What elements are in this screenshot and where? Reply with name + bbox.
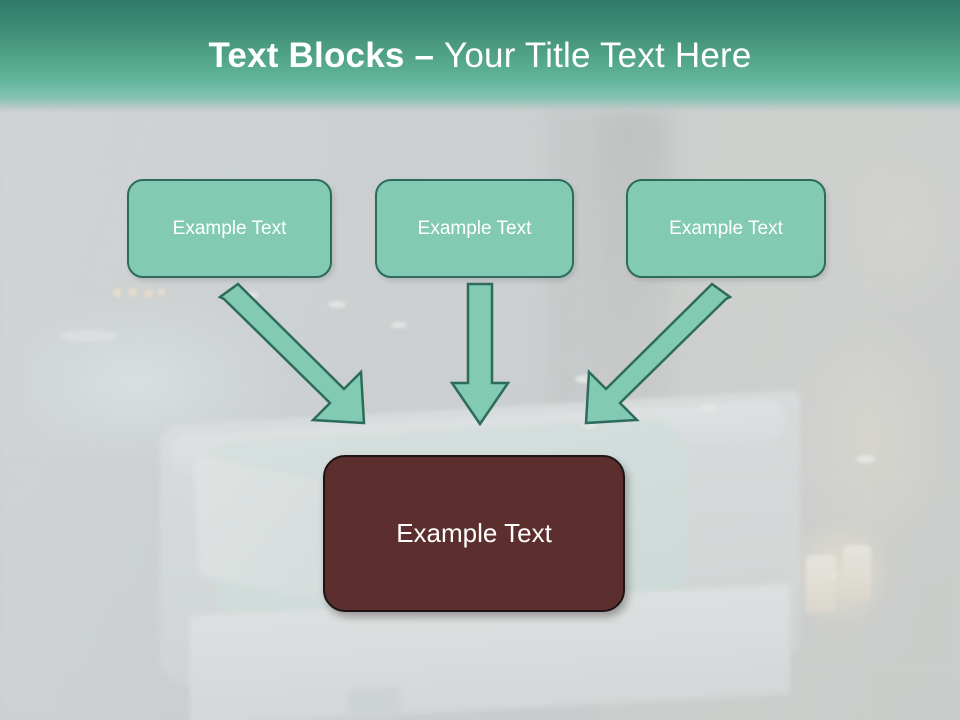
page-title: Text Blocks – Your Title Text Here (0, 0, 960, 112)
text-block-3-label: Example Text (669, 217, 783, 239)
text-block-2[interactable]: Example Text (375, 179, 574, 278)
arrow-down-icon (449, 282, 511, 427)
arrow-down-right-icon (217, 282, 366, 425)
highlight-text-block-label: Example Text (396, 518, 552, 548)
text-block-1[interactable]: Example Text (127, 179, 332, 278)
page-title-separator: – (414, 36, 445, 75)
text-block-3[interactable]: Example Text (626, 179, 826, 278)
highlight-text-block[interactable]: Example Text (323, 455, 625, 612)
text-block-2-label: Example Text (417, 217, 532, 239)
page-title-light: Your Title Text Here (444, 36, 752, 75)
title-band (0, 0, 960, 112)
text-block-1-label: Example Text (172, 217, 287, 239)
page-title-bold: Text Blocks (208, 36, 415, 75)
arrow-down-left-icon (584, 282, 733, 425)
